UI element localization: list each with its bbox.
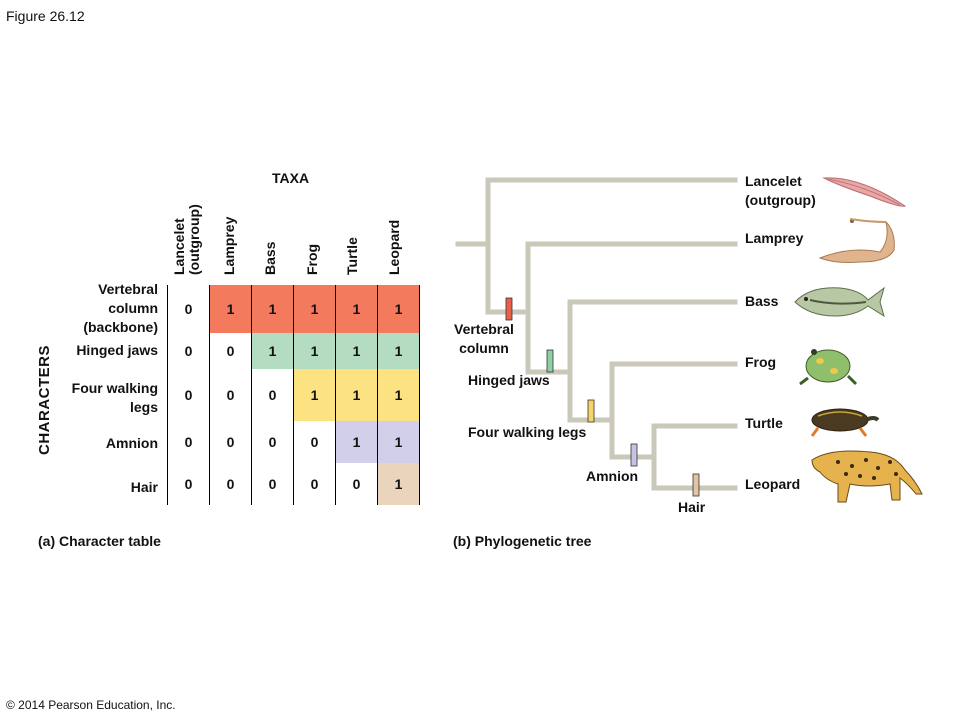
bass-image — [794, 286, 885, 318]
taxon-label-bass: Bass — [745, 293, 779, 309]
table-cell: 1 — [377, 333, 420, 369]
row-label-hinged-jaws: Hinged jaws — [76, 342, 158, 358]
table-cell: 0 — [251, 369, 294, 421]
table-cell: 1 — [335, 333, 378, 369]
taxon-label-frog: Frog — [745, 354, 777, 370]
table-row: 0 1 1 1 1 1 — [167, 285, 420, 333]
table-cell: 1 — [377, 421, 420, 463]
taxon-label-lamprey: Lamprey — [745, 230, 804, 246]
tree-label-amnion: Amnion — [586, 468, 639, 484]
frog-image — [799, 349, 858, 386]
table-cell: 1 — [293, 369, 336, 421]
table-cell: 0 — [167, 285, 210, 333]
amnion-marker — [630, 443, 638, 467]
taxon-label-lancelet: Lancelet(outgroup) — [745, 173, 816, 208]
table-row: 0 0 0 1 1 1 — [167, 369, 420, 421]
four-walking-legs-marker — [587, 399, 595, 423]
taxon-label-turtle: Turtle — [745, 415, 783, 431]
table-row: 0 0 1 1 1 1 — [167, 333, 420, 369]
turtle-image — [810, 408, 880, 437]
leopard-image — [811, 450, 923, 503]
taxon-label-leopard: Leopard — [745, 476, 801, 492]
table-cell: 1 — [335, 421, 378, 463]
row-label-amnion: Amnion — [105, 435, 158, 451]
character-table: 0 1 1 1 1 1 0 0 1 1 1 1 0 0 0 1 1 1 0 0 … — [167, 285, 420, 505]
table-cell: 1 — [293, 333, 336, 369]
table-cell: 1 — [209, 285, 252, 333]
character-table-caption: (a) Character table — [38, 533, 161, 549]
table-cell: 0 — [209, 421, 252, 463]
table-cell: 1 — [377, 285, 420, 333]
tree-label-hair: Hair — [678, 499, 706, 515]
table-cell: 0 — [167, 421, 210, 463]
tree-label-hinged-jaws: Hinged jaws — [468, 372, 550, 388]
table-cell: 0 — [167, 369, 210, 421]
row-label-hair: Hair — [130, 479, 158, 495]
table-cell: 1 — [251, 285, 294, 333]
hair-marker — [692, 473, 700, 497]
table-cell: 1 — [377, 463, 420, 505]
table-cell: 0 — [209, 463, 252, 505]
lancelet-image — [822, 177, 907, 207]
taxa-heading: TAXA — [272, 170, 310, 186]
table-cell: 0 — [335, 463, 378, 505]
phylogenetic-tree-caption: (b) Phylogenetic tree — [453, 533, 592, 549]
tree-branch — [567, 361, 738, 423]
tree-branch — [651, 423, 738, 491]
table-cell: 1 — [377, 369, 420, 421]
table-cell: 0 — [251, 421, 294, 463]
copyright-notice: © 2014 Pearson Education, Inc. — [6, 698, 176, 712]
table-cell: 1 — [335, 285, 378, 333]
lamprey-image — [818, 218, 895, 263]
table-cell: 0 — [209, 333, 252, 369]
table-row: 0 0 0 0 1 1 — [167, 421, 420, 463]
table-cell: 0 — [293, 421, 336, 463]
table-cell: 0 — [167, 333, 210, 369]
tree-branch — [609, 423, 738, 460]
hinged-jaws-marker — [546, 349, 554, 373]
tree-label-four-walking-legs: Four walking legs — [468, 424, 587, 440]
tree-branch — [455, 177, 738, 247]
table-cell: 1 — [335, 369, 378, 421]
figure-title: Figure 26.12 — [6, 8, 85, 24]
table-cell: 1 — [251, 333, 294, 369]
table-cell: 0 — [167, 463, 210, 505]
table-cell: 0 — [251, 463, 294, 505]
table-row: 0 0 0 0 0 1 — [167, 463, 420, 505]
table-cell: 0 — [293, 463, 336, 505]
vertebral-column-marker — [505, 297, 513, 321]
table-cell: 0 — [209, 369, 252, 421]
